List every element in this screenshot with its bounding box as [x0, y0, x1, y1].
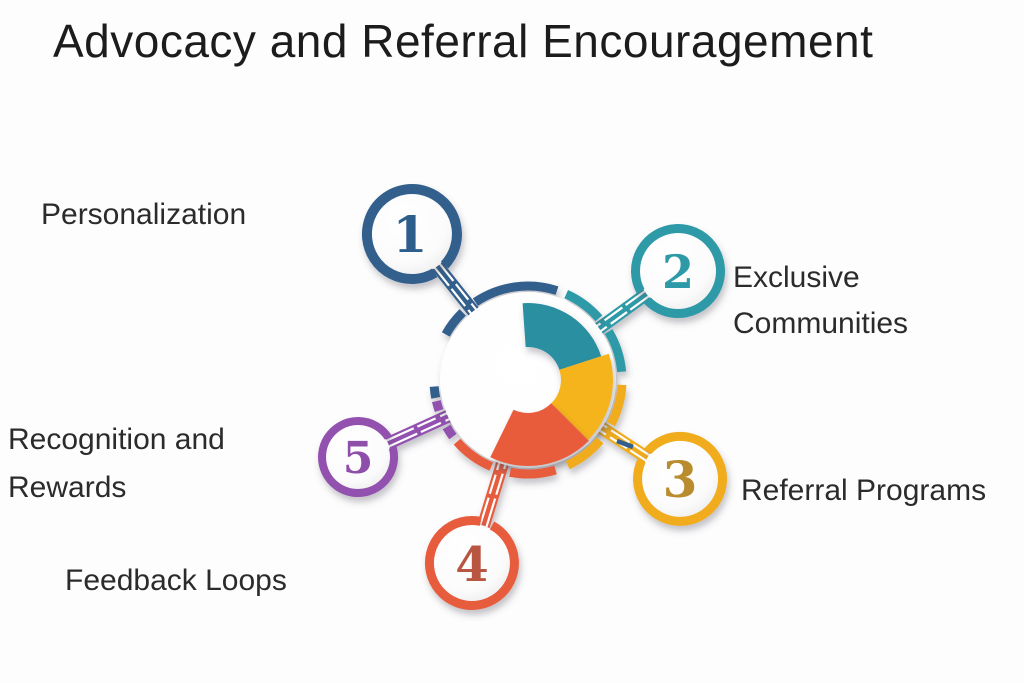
node-1-label: Personalization: [41, 198, 246, 231]
texts: Advocacy and Referral Encouragement Pers…: [8, 15, 986, 597]
node-3-fill: [641, 440, 719, 518]
hub-ring-arc: [564, 289, 603, 322]
node-4-ring-arc: [424, 516, 519, 610]
hub-ring-arc: [604, 329, 627, 373]
node-circle-3: 3: [633, 431, 728, 526]
node-2-ring-arc: [631, 224, 725, 318]
node-4-number: 4: [455, 537, 488, 593]
node-2-number: 2: [662, 245, 694, 299]
hub-donut-wedges: [490, 303, 613, 466]
node-5-ring: [318, 417, 399, 498]
node-3-label: Referral Programs: [741, 474, 986, 507]
node-2-fill: [639, 232, 717, 310]
node-circle-4: 4: [424, 516, 519, 610]
node-5-label-line-2: Rewards: [8, 471, 126, 504]
node-4-ring: [424, 516, 519, 610]
node-4-fill: [433, 524, 511, 602]
hub-ring-arc: [441, 309, 466, 337]
hub-ring-arc: [606, 384, 627, 427]
node-5-fill: [325, 424, 391, 490]
hub-ring-arc: [565, 437, 604, 470]
node-5-label-line-1: Recognition and: [8, 423, 225, 456]
hub-wedge: [522, 303, 602, 370]
hub-ring-arc: [442, 424, 457, 440]
node-3-ring-arc: [633, 431, 728, 526]
hub-ring-arc: [432, 400, 444, 413]
hub: [429, 281, 627, 479]
node-1-ring-arc: [361, 184, 462, 284]
node-5-number: 5: [343, 433, 374, 484]
node-2-ring: [631, 224, 725, 318]
node-2-label-line-1: Exclusive: [733, 261, 860, 294]
hub-ring-arc: [453, 438, 494, 471]
node-circle-2: 2: [631, 224, 725, 318]
node-5-ring-arc: [318, 417, 399, 498]
hub-ring-arc: [509, 465, 557, 479]
hub-ring-arc: [429, 386, 441, 399]
hub-wedge: [551, 353, 613, 441]
node-2-label-line-2: Communities: [733, 307, 908, 340]
nodes: 1 2 3 4 5: [318, 184, 728, 610]
node-3-number: 3: [663, 450, 698, 509]
node-3-ring: [633, 431, 728, 526]
page-title: Advocacy and Referral Encouragement: [53, 15, 873, 67]
node-circle-5: 5: [318, 417, 399, 498]
node-4-label: Feedback Loops: [65, 564, 287, 597]
hub-ring-segments: [429, 281, 627, 479]
node-circle-1: 1: [361, 184, 462, 284]
connector-3-artifact-dash: [616, 438, 634, 450]
node-1-number: 1: [393, 205, 428, 264]
hub-wedge: [490, 403, 589, 466]
hub-ring-arc: [472, 281, 559, 306]
node-1-fill: [371, 193, 453, 275]
node-1-ring: [361, 184, 462, 284]
